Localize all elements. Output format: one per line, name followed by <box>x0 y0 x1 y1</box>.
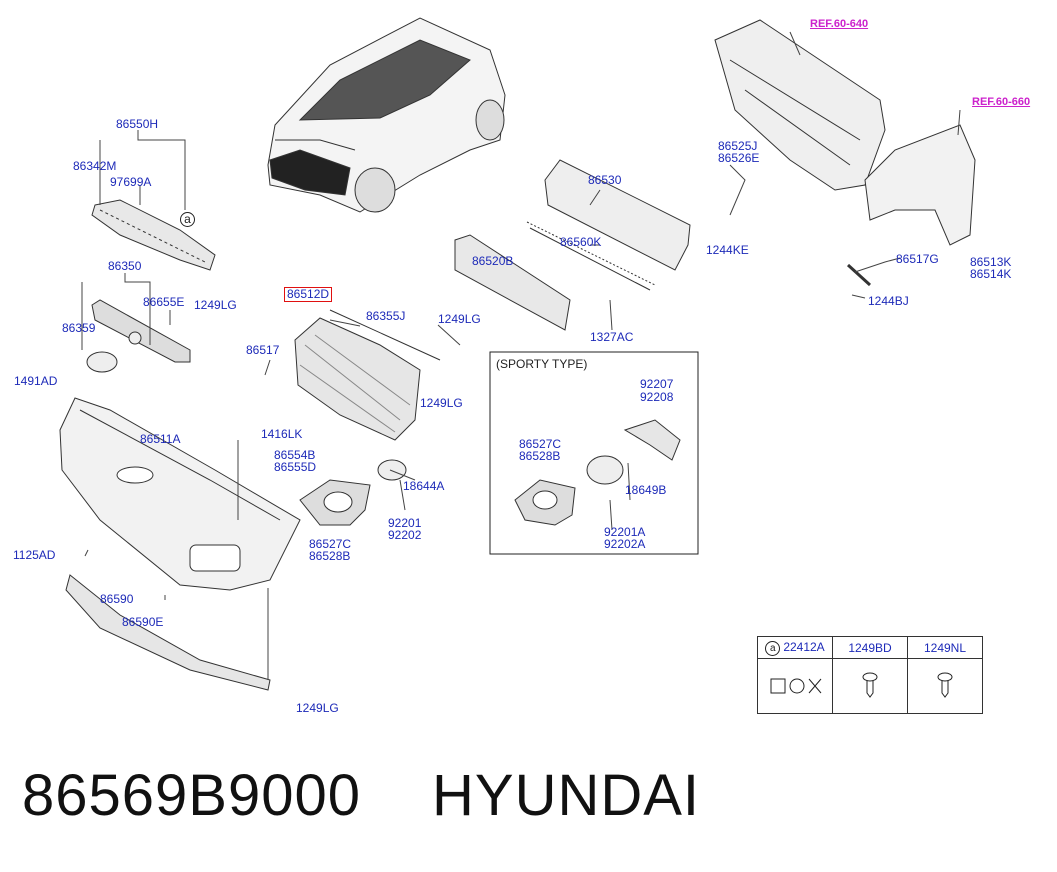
part-label-1249LG-upper-left[interactable]: 1249LG <box>194 298 237 312</box>
callout-a-circle: a <box>180 212 195 227</box>
part-label-86526E[interactable]: 86526E <box>718 151 760 165</box>
upper-bracket-shape <box>91 199 216 271</box>
part-label-86528B-sporty[interactable]: 86528B <box>519 449 561 463</box>
part-label-92201A[interactable]: 92201A <box>604 525 646 539</box>
emblem-bar-shape <box>86 299 191 373</box>
part-label-92202[interactable]: 92202 <box>388 528 422 542</box>
part-label-86590E[interactable]: 86590E <box>122 615 164 629</box>
sporty-parts-shapes <box>514 419 681 526</box>
part-label-92202A[interactable]: 92202A <box>604 537 646 551</box>
part-label-86514K[interactable]: 86514K <box>970 267 1012 281</box>
fender-shape <box>846 124 976 287</box>
part-label-86511A[interactable]: 86511A <box>140 432 181 446</box>
ref-60-640-link[interactable]: REF.60-640 <box>810 18 869 30</box>
bumper-beam-shape <box>526 159 691 291</box>
part-label-92208[interactable]: 92208 <box>640 390 674 404</box>
part-label-86554B[interactable]: 86554B <box>274 448 316 462</box>
part-number-title: 86569B9000 <box>22 763 361 828</box>
part-label-1244KE[interactable]: 1244KE <box>706 243 749 257</box>
part-label-1249LG-grille[interactable]: 1249LG <box>438 312 481 326</box>
radiator-support-shape <box>714 19 886 191</box>
part-label-86527C[interactable]: 86527C <box>309 537 352 551</box>
legend-cell-1249NL[interactable]: 1249NL <box>907 636 983 659</box>
part-label-1249LG-bottom[interactable]: 1249LG <box>296 701 339 715</box>
legend-label-22412A: 22412A <box>783 639 825 654</box>
screw-icon <box>862 672 878 698</box>
ref-60-660-link[interactable]: REF.60-660 <box>972 96 1031 108</box>
legend-clip-icon-cell <box>757 658 833 714</box>
part-label-1249LG-mid[interactable]: 1249LG <box>420 396 463 410</box>
legend-label-1249NL: 1249NL <box>923 640 967 655</box>
part-label-92207[interactable]: 92207 <box>640 377 674 391</box>
part-label-86527C-sporty[interactable]: 86527C <box>519 437 562 451</box>
part-label-86355J[interactable]: 86355J <box>366 309 406 323</box>
part-label-86520B[interactable]: 86520B <box>472 254 514 268</box>
part-label-1416LK[interactable]: 1416LK <box>261 427 303 441</box>
part-label-86655E[interactable]: 86655E <box>143 295 185 309</box>
legend-a-circle: a <box>765 640 781 656</box>
part-label-86528B[interactable]: 86528B <box>309 549 351 563</box>
part-label-86525J[interactable]: 86525J <box>718 139 758 153</box>
grille-shape <box>294 309 441 441</box>
sporty-type-box <box>489 351 699 555</box>
lower-strip-shape <box>65 574 271 691</box>
part-label-86590[interactable]: 86590 <box>100 592 134 606</box>
sporty-type-title: (SPORTY TYPE) <box>496 357 588 371</box>
part-label-86550H[interactable]: 86550H <box>116 117 159 131</box>
part-label-86517[interactable]: 86517 <box>246 343 280 357</box>
part-label-1244BJ[interactable]: 1244BJ <box>868 294 909 308</box>
part-label-97699A[interactable]: 97699A <box>110 175 152 189</box>
legend-screw-icon-cell-2 <box>907 658 983 714</box>
part-label-86342M[interactable]: 86342M <box>73 159 117 173</box>
part-label-1491AD[interactable]: 1491AD <box>14 374 58 388</box>
part-label-1327AC[interactable]: 1327AC <box>590 330 634 344</box>
part-label-86513K[interactable]: 86513K <box>970 255 1012 269</box>
part-label-86517G[interactable]: 86517G <box>896 252 939 266</box>
part-label-18644A[interactable]: 18644A <box>403 479 445 493</box>
part-label-1125AD[interactable]: 1125AD <box>13 548 56 562</box>
leader-lines <box>81 31 961 680</box>
part-label-86512D-highlighted[interactable]: 86512D <box>284 287 333 302</box>
clip-icons <box>770 678 822 693</box>
part-label-86530[interactable]: 86530 <box>588 173 622 187</box>
car-illustration <box>267 17 506 213</box>
part-label-86560K[interactable]: 86560K <box>560 235 602 249</box>
legend-screw-icon-cell <box>832 658 908 714</box>
legend-cell-1249BD[interactable]: 1249BD <box>832 636 908 659</box>
front-bumper-shape <box>59 397 301 591</box>
part-label-92201[interactable]: 92201 <box>388 516 422 530</box>
part-label-18649B[interactable]: 18649B <box>625 483 667 497</box>
screw-icon <box>937 672 953 698</box>
part-label-86359[interactable]: 86359 <box>62 321 96 335</box>
fog-lamp-shapes <box>299 234 571 526</box>
brand-title: HYUNDAI <box>432 763 701 828</box>
legend-label-1249BD: 1249BD <box>848 640 892 655</box>
parts-diagram <box>59 17 976 691</box>
part-label-86555D[interactable]: 86555D <box>274 460 317 474</box>
part-label-86350[interactable]: 86350 <box>108 259 142 273</box>
